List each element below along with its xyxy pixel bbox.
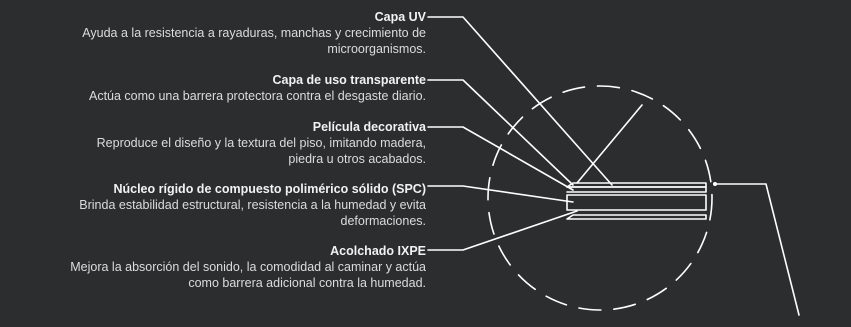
layer-title: Película decorativa <box>312 120 426 134</box>
leader-line-wear <box>427 79 574 186</box>
layer-title: Capa UV <box>374 10 426 24</box>
leader-line-decor <box>427 126 574 191</box>
layer-desc-line: Brinda estabilidad estructural, resisten… <box>79 198 426 212</box>
layer-desc-line: microorganismos. <box>327 42 426 56</box>
layer-label-wear: Capa de uso transparente Actúa como una … <box>89 72 426 104</box>
layer-label-ixpe: Acolchado IXPE Mejora la absorción del s… <box>70 243 426 291</box>
leader-line-uv <box>427 16 613 186</box>
plank-core <box>566 194 707 211</box>
layer-label-decor: Película decorativa Reproduce el diseño … <box>97 119 426 167</box>
layer-title: Acolchado IXPE <box>330 244 426 258</box>
layer-desc-line: deformaciones. <box>340 214 426 228</box>
callout-dot-right <box>713 182 717 186</box>
callout-line-right <box>714 183 800 316</box>
leader-line-spc <box>427 185 574 203</box>
layer-desc-line: Ayuda a la resistencia a rayaduras, manc… <box>82 26 426 40</box>
layer-label-uv: Capa UV Ayuda a la resistencia a rayadur… <box>82 9 426 57</box>
plank-wear-layer <box>566 186 707 193</box>
layer-desc-line: como barrera adicional contra la humedad… <box>188 276 426 290</box>
layer-title: Capa de uso transparente <box>272 73 426 87</box>
plank-ixpe <box>566 214 707 220</box>
leader-line-ixpe <box>427 210 578 251</box>
upper-diagonal-line <box>576 104 643 184</box>
layer-title: Núcleo rígido de compuesto polimérico só… <box>113 182 426 196</box>
layer-desc-line: Reproduce el diseño y la textura del pis… <box>96 136 426 150</box>
layer-desc-line: Actúa como una barrera protectora contra… <box>89 89 426 103</box>
layer-desc-line: Mejora la absorción del sonido, la comod… <box>70 260 426 274</box>
layer-desc-line: piedra u otros acabados. <box>288 152 426 166</box>
layer-label-spc: Núcleo rígido de compuesto polimérico só… <box>79 181 426 229</box>
magnifier-circle <box>487 85 713 311</box>
